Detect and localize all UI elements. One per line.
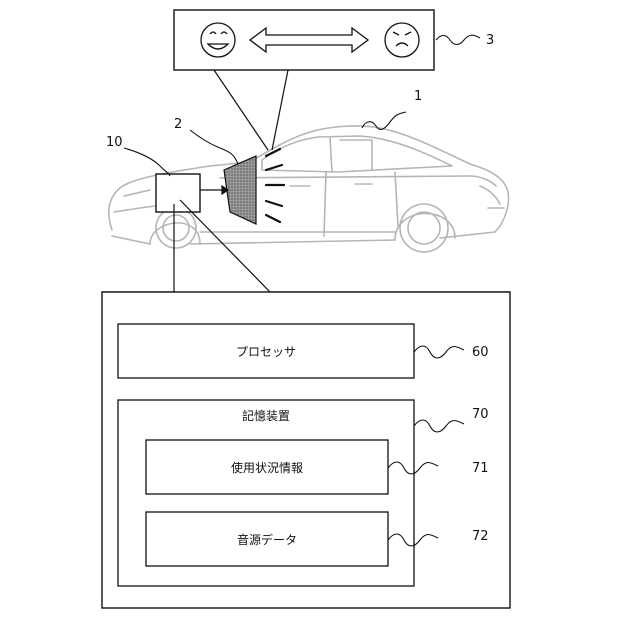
label-controller: 10 <box>106 135 123 150</box>
processor-block: プロセッサ <box>118 324 414 378</box>
processor-label: プロセッサ <box>236 345 296 359</box>
sound-rays <box>266 149 284 222</box>
label-display: 3 <box>486 33 494 48</box>
usage-info-block: 使用状況情報 <box>146 440 388 494</box>
storage-label: 記憶装置 <box>242 408 290 423</box>
zoom-callout-lines <box>102 200 510 292</box>
usage-info-label: 使用状況情報 <box>231 460 303 475</box>
label-sound-data: 72 <box>472 529 489 544</box>
display-connector <box>214 70 288 150</box>
label-speaker: 2 <box>174 117 182 132</box>
display-panel <box>174 10 434 70</box>
sound-data-block: 音源データ <box>146 512 388 566</box>
label-processor: 60 <box>472 345 489 360</box>
label-usage-info: 71 <box>472 461 489 476</box>
sound-data-label: 音源データ <box>237 532 297 547</box>
label-storage: 70 <box>472 407 489 422</box>
label-car: 1 <box>414 89 422 104</box>
controller-to-speaker-arrow <box>200 186 228 194</box>
controller-box <box>156 174 200 212</box>
